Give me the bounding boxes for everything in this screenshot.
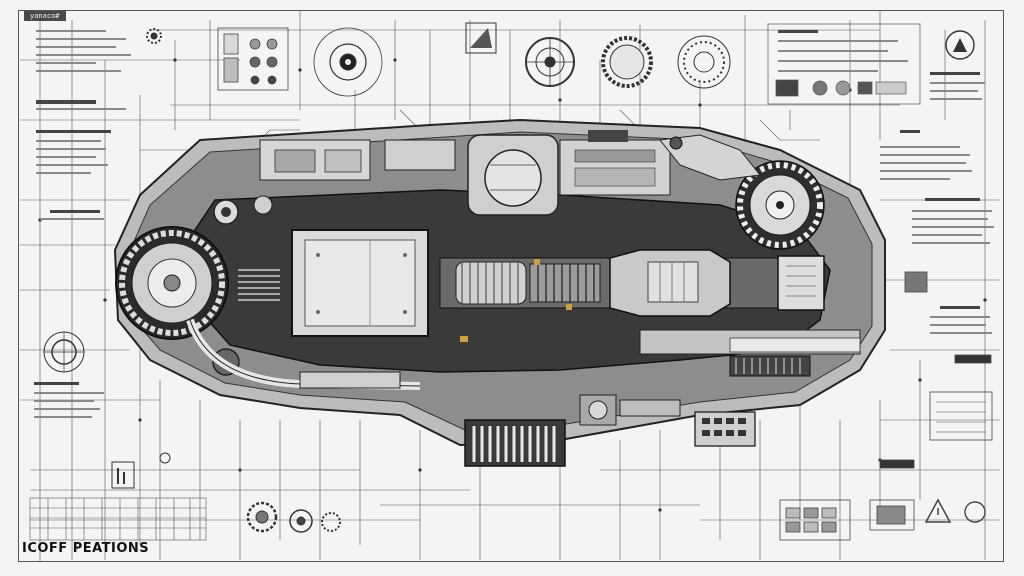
left-gauges [43, 331, 171, 489]
warning-triangle-icon [924, 498, 952, 523]
bottom-right-panels [779, 271, 993, 541]
footer-title: ICOFF PEATIONS [22, 541, 150, 556]
bottom-gears [246, 501, 341, 533]
corner-stamp: yanaco# [24, 11, 66, 21]
gear-icon [146, 28, 162, 44]
person-badge-icon [945, 30, 975, 60]
engine-assembly [113, 118, 886, 467]
bottom-table [29, 497, 207, 541]
drawing-frame [18, 10, 1004, 562]
dial-gauge-icon [313, 27, 383, 97]
top-gauges [146, 22, 975, 97]
top-right-panel [767, 23, 921, 105]
component-panel [217, 27, 289, 91]
